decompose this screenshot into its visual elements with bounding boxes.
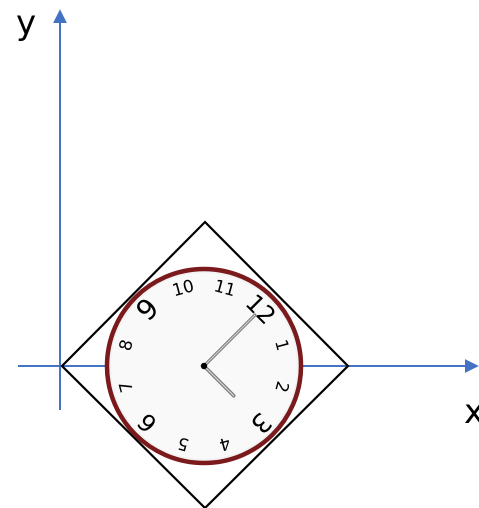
clock-numeral-4: 4 bbox=[217, 432, 233, 454]
clock-numeral-1: 1 bbox=[270, 337, 292, 353]
minute-hand-highlight bbox=[203, 314, 256, 367]
x-axis-label: x bbox=[464, 392, 479, 432]
clock-numeral-5: 5 bbox=[175, 432, 191, 454]
clock-numeral-8: 8 bbox=[116, 337, 138, 353]
clock-center bbox=[200, 362, 208, 370]
clock-numeral-2: 2 bbox=[270, 379, 292, 395]
clock-numeral-7: 7 bbox=[116, 379, 138, 395]
y-axis-label: y bbox=[16, 3, 36, 43]
hour-hand-highlight bbox=[203, 365, 235, 397]
rotated-square bbox=[60, 220, 350, 508]
